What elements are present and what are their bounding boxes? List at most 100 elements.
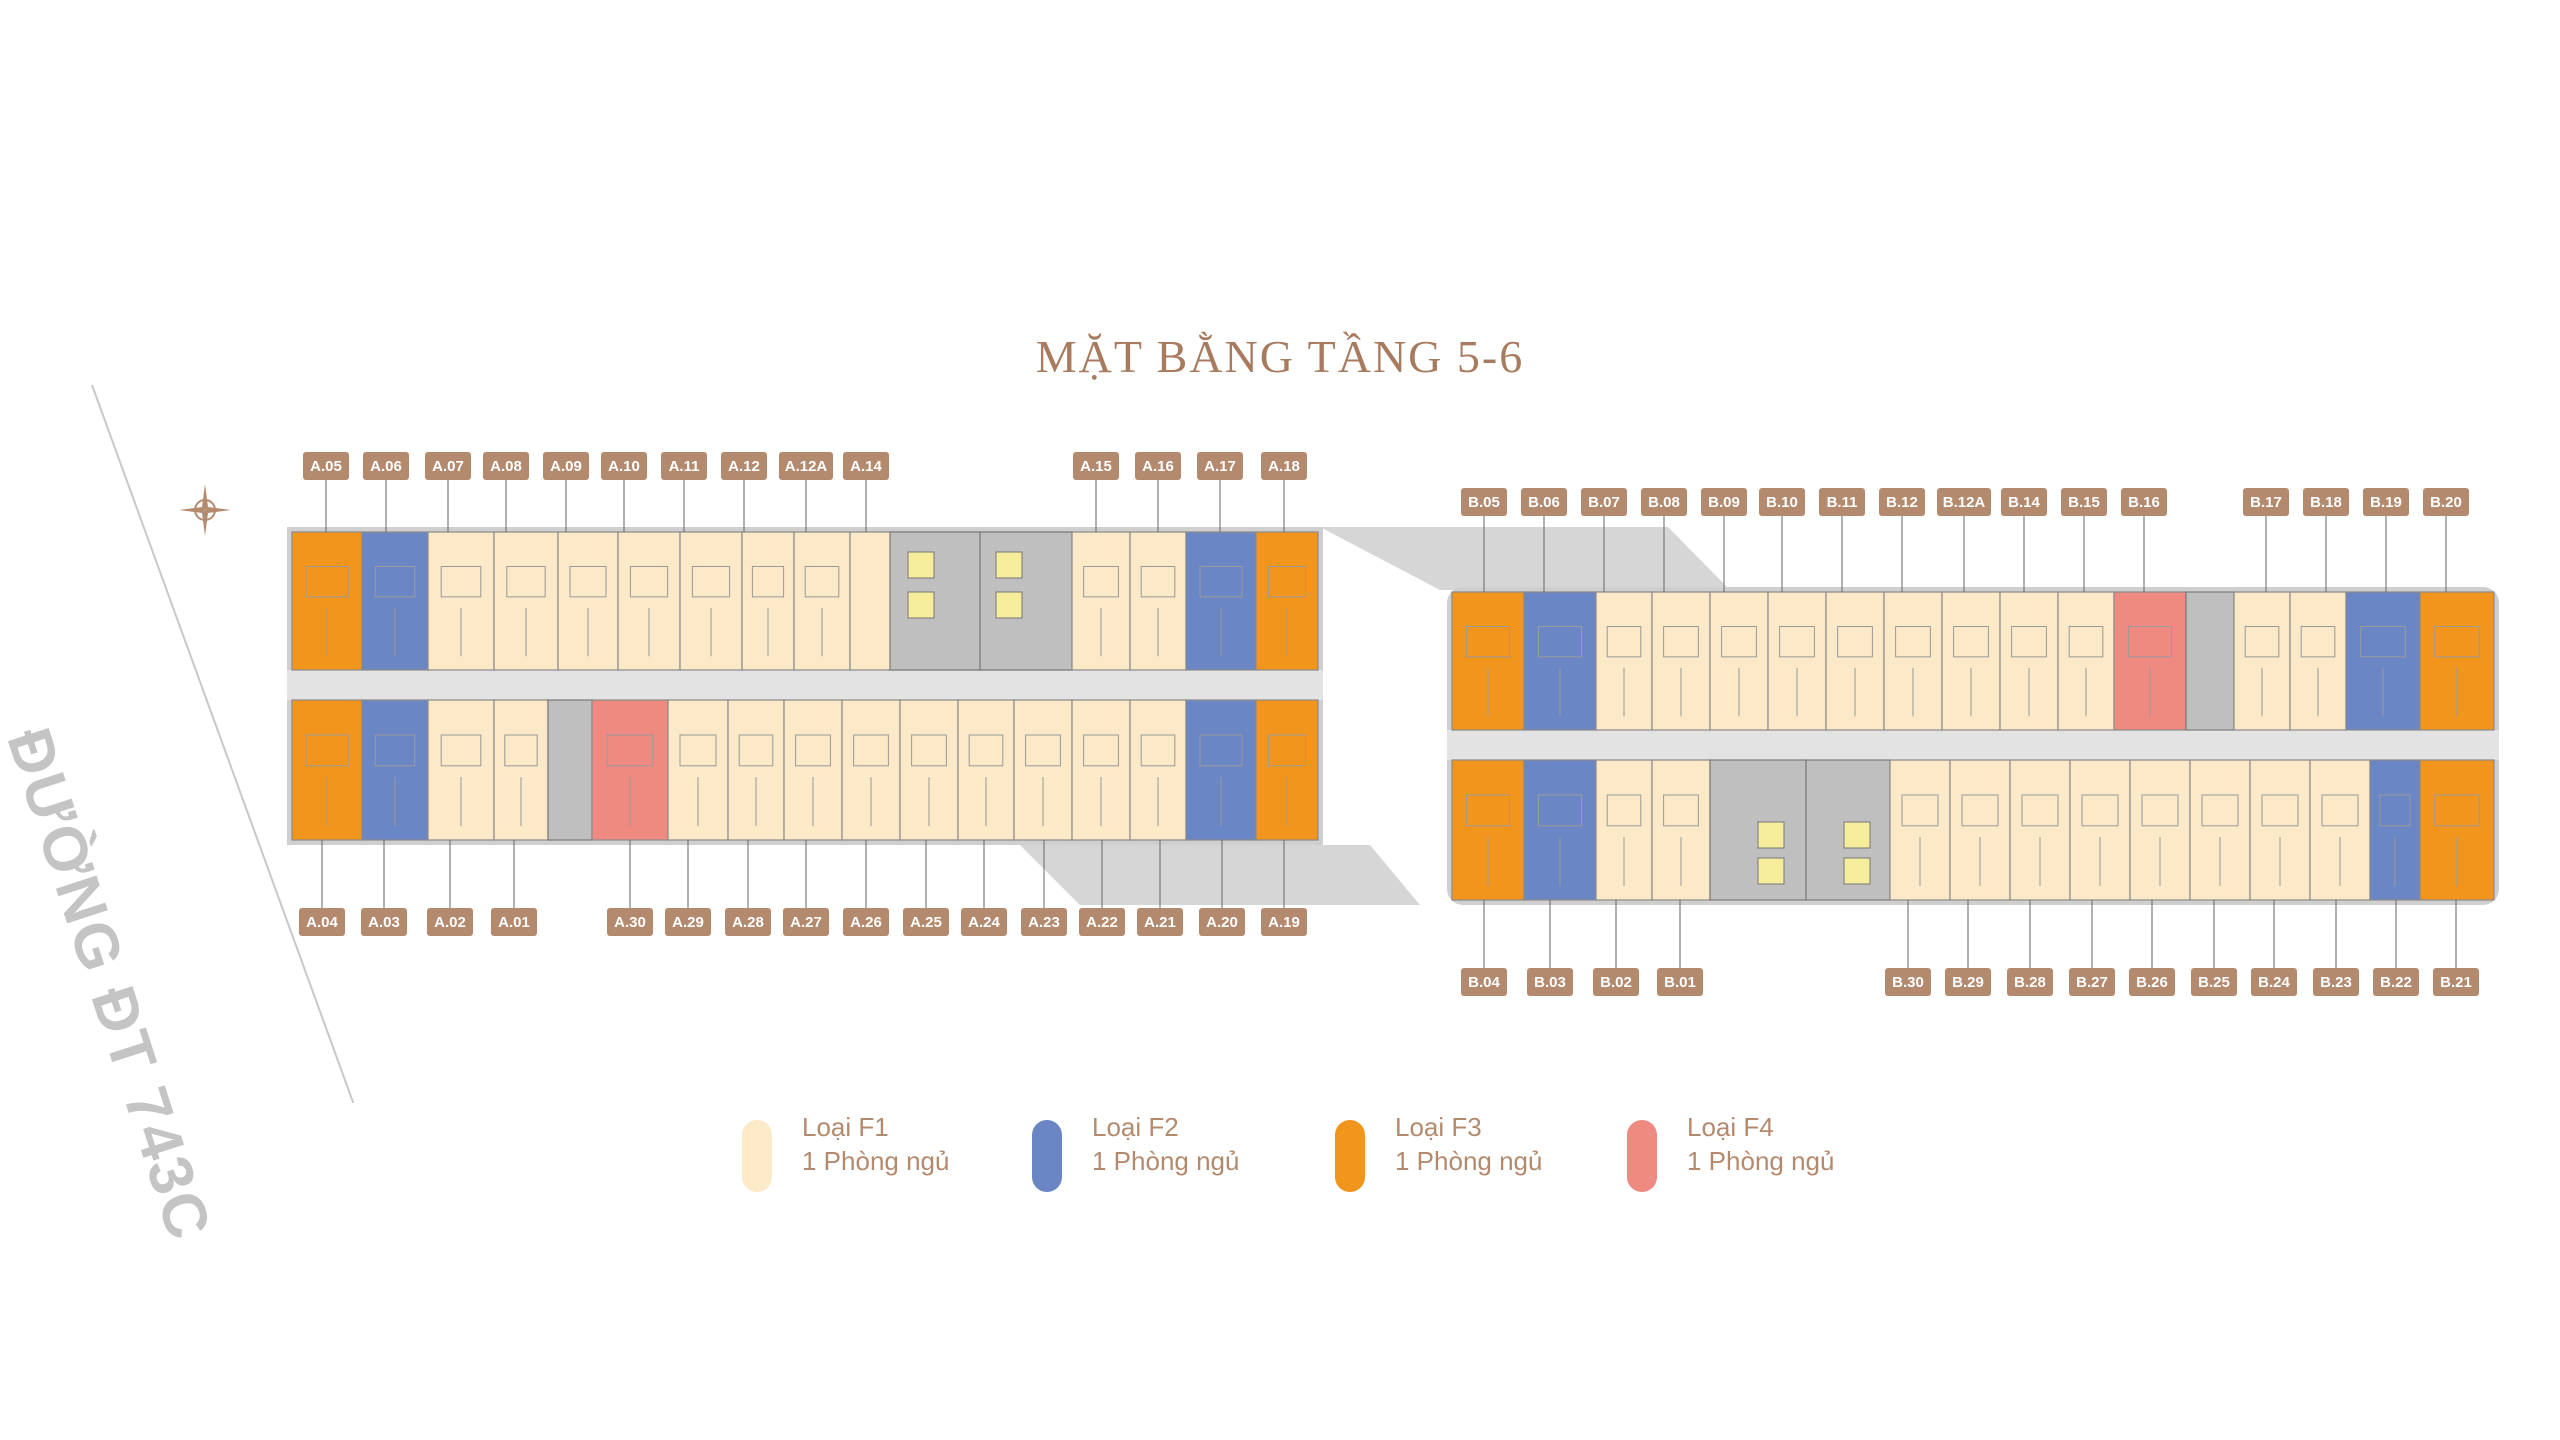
- elevator-icon: [1757, 821, 1785, 849]
- legend-item-f2: Loại F2 1 Phòng ngủ: [1032, 1110, 1239, 1192]
- unit-tag: B.11: [1819, 488, 1865, 516]
- unit-tag-label: B.27: [2076, 974, 2108, 991]
- unit-tag: A.06: [363, 452, 409, 480]
- unit-tag: B.18: [2303, 488, 2349, 516]
- unit-tag: B.22: [2373, 968, 2419, 996]
- unit-tag: B.21: [2433, 968, 2479, 996]
- legend-swatch: [1032, 1120, 1062, 1192]
- unit-tag-label: B.29: [1952, 974, 1984, 991]
- unit-tag-label: A.19: [1268, 914, 1300, 931]
- unit-tag-label: A.04: [306, 914, 338, 931]
- block-b: [1447, 591, 2499, 901]
- unit-tag-label: B.17: [2250, 494, 2282, 511]
- legend-desc: 1 Phòng ngủ: [1395, 1146, 1543, 1176]
- legend-desc: 1 Phòng ngủ: [1092, 1146, 1240, 1176]
- unit-tag-label: B.01: [1664, 974, 1696, 991]
- unit-tag: A.11: [661, 452, 707, 480]
- compass-icon: [179, 484, 231, 536]
- legend-desc: 1 Phòng ngủ: [802, 1146, 950, 1176]
- unit-tag-label: B.22: [2380, 974, 2412, 991]
- legend-item-f3: Loại F3 1 Phòng ngủ: [1335, 1110, 1542, 1192]
- unit-tag-label: B.11: [1827, 494, 1858, 511]
- unit-tag-label: B.07: [1588, 494, 1620, 511]
- legend-item-f4: Loại F4 1 Phòng ngủ: [1627, 1110, 1834, 1192]
- block-a-stair-b: [547, 699, 593, 841]
- unit-tag-label: A.23: [1028, 914, 1060, 931]
- block-a-corridor: [287, 670, 1323, 700]
- elevator-icon: [907, 551, 935, 579]
- page-title: MẶT BẰNG TẦNG 5-6: [1035, 331, 1525, 382]
- unit-tag-label: A.14: [850, 458, 882, 475]
- unit-tag: B.27: [2069, 968, 2115, 996]
- unit-tag: B.30: [1885, 968, 1931, 996]
- unit-tag-label: A.15: [1080, 458, 1112, 475]
- block-a: [287, 531, 1323, 841]
- unit-tag-label: A.16: [1142, 458, 1174, 475]
- legend-swatch: [1627, 1120, 1657, 1192]
- unit-tag: A.22: [1079, 908, 1125, 936]
- unit-tag: B.29: [1945, 968, 1991, 996]
- unit-tag: A.19: [1261, 908, 1307, 936]
- unit-tag-label: A.06: [370, 458, 402, 475]
- connector-bottom: [1020, 845, 1420, 905]
- unit-tag: A.09: [543, 452, 589, 480]
- unit-tag: A.27: [783, 908, 829, 936]
- unit-tag-label: B.21: [2440, 974, 2472, 991]
- unit-A.29[interactable]: [667, 699, 729, 841]
- elevator-icon: [995, 551, 1023, 579]
- unit-tag: B.10: [1759, 488, 1805, 516]
- block-b-corridor: [1447, 730, 2499, 760]
- unit-tag: A.24: [961, 908, 1007, 936]
- unit-tag: A.10: [601, 452, 647, 480]
- block-b-stair-top: [2185, 591, 2235, 731]
- unit-tag-label: A.30: [614, 914, 646, 931]
- unit-tag-label: A.21: [1144, 914, 1176, 931]
- unit-tag: A.23: [1021, 908, 1067, 936]
- unit-tag-label: A.10: [608, 458, 640, 475]
- legend-type: Loại F2: [1092, 1112, 1179, 1142]
- unit-tag: B.07: [1581, 488, 1627, 516]
- unit-tag: A.04: [299, 908, 345, 936]
- unit-tag-label: B.08: [1648, 494, 1680, 511]
- unit-tag-label: B.15: [2068, 494, 2100, 511]
- unit-tag-label: A.01: [498, 914, 530, 931]
- legend-swatch: [1335, 1120, 1365, 1192]
- unit-tag-label: B.20: [2430, 494, 2462, 511]
- unit-tag-label: A.11: [669, 458, 700, 475]
- unit-tag: B.08: [1641, 488, 1687, 516]
- unit-tag: A.26: [843, 908, 889, 936]
- unit-tag-label: B.10: [1766, 494, 1798, 511]
- unit-tag-label: A.26: [850, 914, 882, 931]
- unit-tag-label: A.08: [490, 458, 522, 475]
- legend-desc: 1 Phòng ngủ: [1687, 1146, 1835, 1176]
- unit-tag-label: B.09: [1708, 494, 1740, 511]
- unit-tag-label: B.24: [2258, 974, 2290, 991]
- unit-tag-label: A.28: [732, 914, 764, 931]
- unit-tag-label: B.16: [2128, 494, 2160, 511]
- unit-tag: B.15: [2061, 488, 2107, 516]
- unit-tag: A.02: [427, 908, 473, 936]
- elevator-icon: [1843, 821, 1871, 849]
- unit-tag: B.05: [1461, 488, 1507, 516]
- unit-tag-label: B.05: [1468, 494, 1500, 511]
- unit-tag: B.01: [1657, 968, 1703, 996]
- unit-tag-label: B.25: [2198, 974, 2230, 991]
- unit-tag: B.04: [1461, 968, 1507, 996]
- elevator-icon: [907, 591, 935, 619]
- unit-tag: B.09: [1701, 488, 1747, 516]
- unit-tag-label: B.03: [1534, 974, 1566, 991]
- unit-tag: B.24: [2251, 968, 2297, 996]
- unit-tag-label: A.09: [550, 458, 582, 475]
- unit-tag-label: A.12A: [785, 458, 828, 475]
- unit-tag: A.12: [721, 452, 767, 480]
- unit-tag: A.03: [361, 908, 407, 936]
- unit-tag-label: A.03: [368, 914, 400, 931]
- unit-tag: A.29: [665, 908, 711, 936]
- unit-tag: B.26: [2129, 968, 2175, 996]
- unit-tag: A.20: [1199, 908, 1245, 936]
- unit-B.11[interactable]: [1825, 591, 1885, 731]
- unit-tag-label: A.12: [728, 458, 760, 475]
- unit-tag: B.03: [1527, 968, 1573, 996]
- unit-tag: A.01: [491, 908, 537, 936]
